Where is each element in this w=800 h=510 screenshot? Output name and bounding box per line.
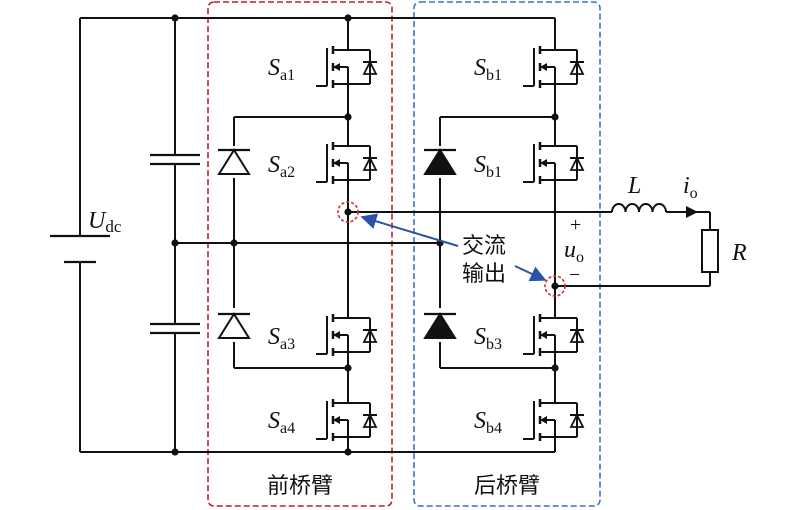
sa4-label: Sa4 [268,408,295,437]
sb1-label: Sb1 [474,55,502,84]
inductor [611,203,667,213]
front-diode-bottom [217,308,251,342]
dc-bus-wires [79,17,555,453]
current-label: io [683,173,698,202]
front-leg-box [207,1,393,507]
sb2-label: Sb1 [474,152,502,181]
voltage-label: uo [564,237,584,266]
inductor-label: L [627,173,641,199]
sa1-label: Sa1 [268,55,295,84]
switch-sb3 [521,308,586,362]
switch-sa1 [314,40,379,94]
ac-output-label-line1: 交流 [462,234,506,259]
udc-label: Udc [88,208,122,236]
sa2-label: Sa2 [268,152,295,181]
switch-sa3 [314,308,379,362]
front-diode-top [217,146,251,178]
sb4-label: Sb4 [474,408,502,437]
sb3-label: Sb3 [474,324,502,353]
capacitor-top [150,153,200,166]
switch-sa4 [314,393,379,447]
plus-sign: + [570,214,581,236]
dc-source [50,234,110,264]
rear-diode-top [423,146,457,178]
callout-arrow-front [360,213,459,247]
front-leg-label: 前桥臂 [267,474,333,499]
capacitor-bottom [150,322,200,335]
switch-sa2 [314,136,379,190]
callout-arrow-rear [514,265,547,282]
sa3-label: Sa3 [268,324,295,353]
switch-sb2 [521,136,586,190]
rear-leg-label: 后桥臂 [474,474,540,499]
output-wires [348,211,711,287]
switch-sb4 [521,393,586,447]
switch-sb1 [521,40,586,94]
ac-output-label-line2: 输出 [462,262,506,287]
resistor [701,229,719,273]
front-output-marker [337,201,359,223]
minus-sign: − [569,264,580,286]
current-arrow [686,206,698,218]
rear-output-marker [544,275,566,297]
resistor-label: R [731,240,747,266]
rear-leg-box [413,1,601,507]
rear-diode-bottom [423,308,457,342]
